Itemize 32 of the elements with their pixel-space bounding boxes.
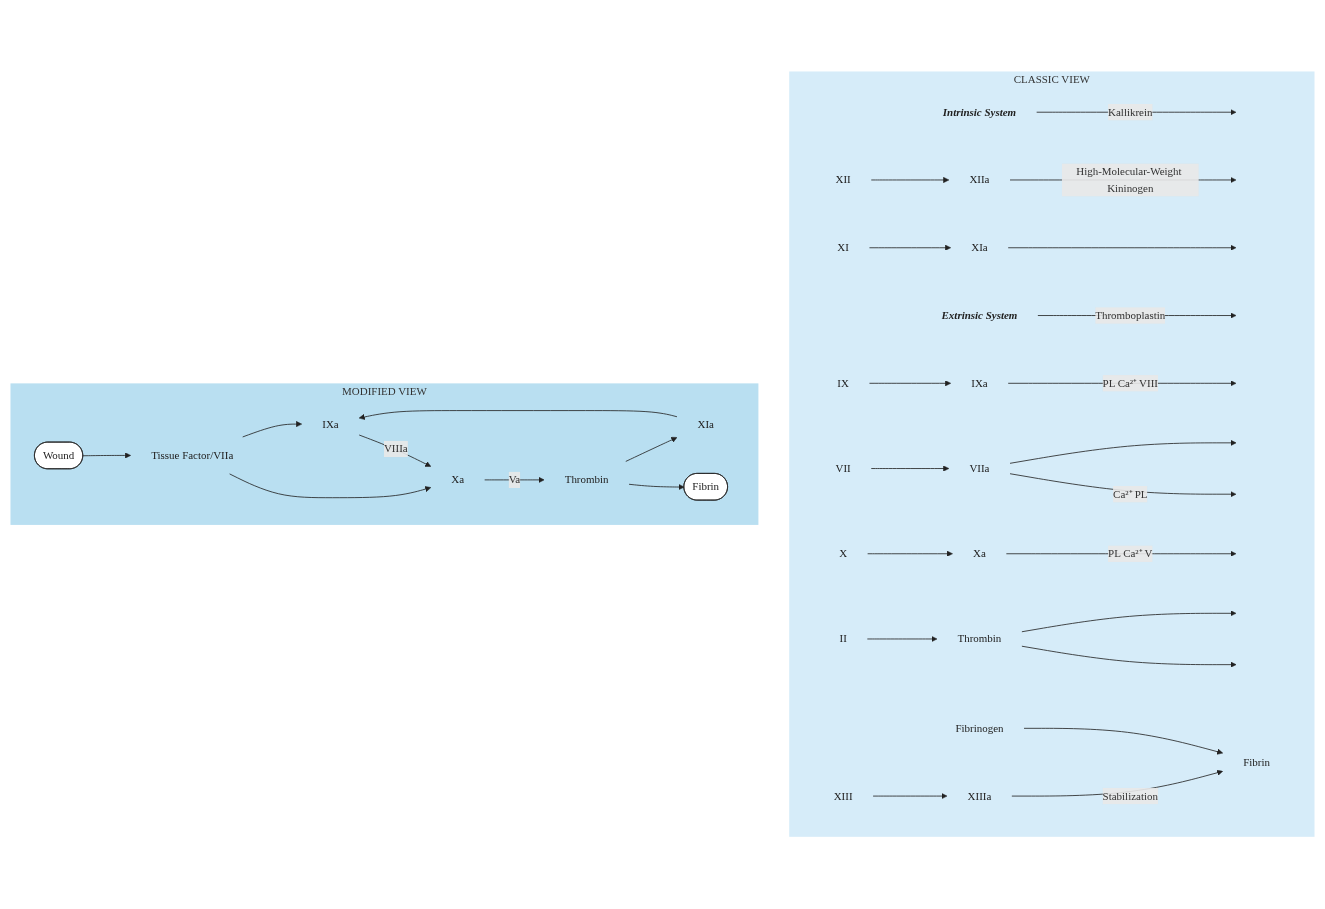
node-text: Xa bbox=[451, 474, 465, 486]
node-text: Fibrinogen bbox=[955, 722, 1004, 735]
node-text: Fibrin bbox=[1243, 756, 1271, 769]
edge-label: Kallikrein bbox=[1108, 106, 1153, 119]
node-text: IXa bbox=[322, 418, 339, 430]
edge-label: Va bbox=[508, 474, 521, 486]
node-text: II bbox=[839, 633, 847, 645]
node-text: Xa bbox=[973, 547, 986, 560]
node-text: XIII bbox=[833, 790, 853, 802]
node-text: Tissue Factor/VIIa bbox=[151, 449, 234, 462]
node-text: XIIa bbox=[969, 174, 990, 186]
edge-label: PL Ca²⁺ V bbox=[1108, 547, 1153, 560]
node-text: Thrombin bbox=[564, 474, 609, 486]
node-text: IX bbox=[837, 377, 849, 390]
edge-label: VIIIa bbox=[383, 443, 408, 455]
edge-label: Thromboplastin bbox=[1095, 309, 1166, 322]
node-text: VII bbox=[835, 462, 851, 475]
node-text: XIa bbox=[697, 418, 714, 430]
node-text: XIa bbox=[971, 241, 988, 254]
edge-label: Stabilization bbox=[1102, 790, 1158, 802]
node-text: XI bbox=[837, 241, 849, 254]
node-text: XIIIa bbox=[967, 790, 992, 802]
node-text: X bbox=[839, 547, 848, 560]
node-text: XII bbox=[835, 174, 851, 186]
node-text: Intrinsic System bbox=[942, 106, 1017, 119]
node-text: IXa bbox=[971, 377, 988, 390]
edge-label: Ca²⁺ PL bbox=[1113, 488, 1148, 501]
edge-label: PL Ca²⁺ VIII bbox=[1102, 377, 1158, 390]
node-text: VIIa bbox=[969, 462, 990, 475]
node-text: Extrinsic System bbox=[941, 309, 1018, 322]
edge-label: High-Molecular-Weight Kininogen bbox=[1076, 165, 1182, 195]
node-text: Thrombin bbox=[957, 633, 1002, 645]
